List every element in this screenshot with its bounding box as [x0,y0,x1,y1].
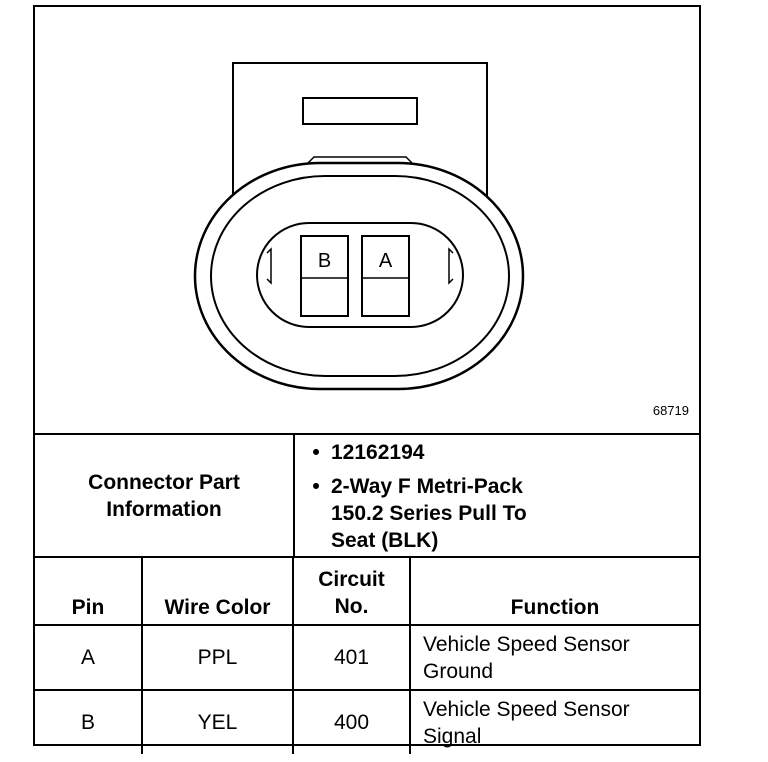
connector-frame: B A 68719 Connector Part Information • 1… [33,5,701,754]
connector-part-list: • 12162194 • 2-Way F Metri-Pack 150.2 Se… [297,439,697,561]
function-line1: Vehicle Speed Sensor [423,697,630,721]
bullet-icon: • [312,475,320,498]
connector-diagram: B A 68719 [35,7,699,433]
connector-type-text: 2-Way F Metri-Pack 150.2 Series Pull To … [331,473,527,554]
pin-a-label: A [379,250,393,272]
function-cell: Vehicle Speed Sensor Ground [409,624,699,691]
pin-cell: B [35,689,143,754]
wire-color-cell: PPL [141,624,294,691]
pin-a-terminal [361,235,410,317]
locking-tab [302,97,418,125]
function-cell: Vehicle Speed Sensor Signal [409,689,699,754]
connector-drawing: B A [193,62,525,391]
table-header-row: Pin Wire Color Circuit No. Function [35,558,699,626]
pin-cell: A [35,624,143,691]
connector-type-line2: 150.2 Series Pull To [331,502,527,525]
info-label-line1: Connector Part [88,470,240,494]
header-pin: Pin [35,558,143,626]
header-circuit-line1: Circuit [318,568,385,591]
terminal-cavity [256,222,464,328]
header-circuit: Circuit No. [292,558,411,626]
figure-id: 68719 [652,403,689,418]
pin-table: Pin Wire Color Circuit No. Function A PP… [35,558,699,754]
connector-type-line3: Seat (BLK) [331,529,439,552]
connector-type-line1: 2-Way F Metri-Pack [331,475,523,498]
header-function: Function [409,558,699,626]
circuit-cell: 401 [292,624,411,691]
part-number-item: • 12162194 [297,439,697,466]
bullet-icon: • [312,441,320,464]
connector-type-item: • 2-Way F Metri-Pack 150.2 Series Pull T… [297,473,697,554]
connector-part-info-label: Connector Part Information [35,435,295,556]
pin-b-terminal [300,235,349,317]
wire-color-cell: YEL [141,689,294,754]
table-row: A PPL 401 Vehicle Speed Sensor Ground [35,624,699,691]
function-line2: Signal [423,724,482,748]
connector-part-info: Connector Part Information • 12162194 • … [35,433,699,558]
function-line2: Ground [423,659,494,683]
function-line1: Vehicle Speed Sensor [423,632,630,656]
circuit-cell: 400 [292,689,411,754]
header-circuit-line2: No. [334,595,369,618]
info-label-line2: Information [106,497,222,521]
pin-table-section: Pin Wire Color Circuit No. Function A PP… [35,556,699,754]
part-number: 12162194 [331,441,425,464]
pin-b-label: B [318,250,331,272]
table-row: B YEL 400 Vehicle Speed Sensor Signal [35,689,699,754]
header-wire-color: Wire Color [141,558,294,626]
